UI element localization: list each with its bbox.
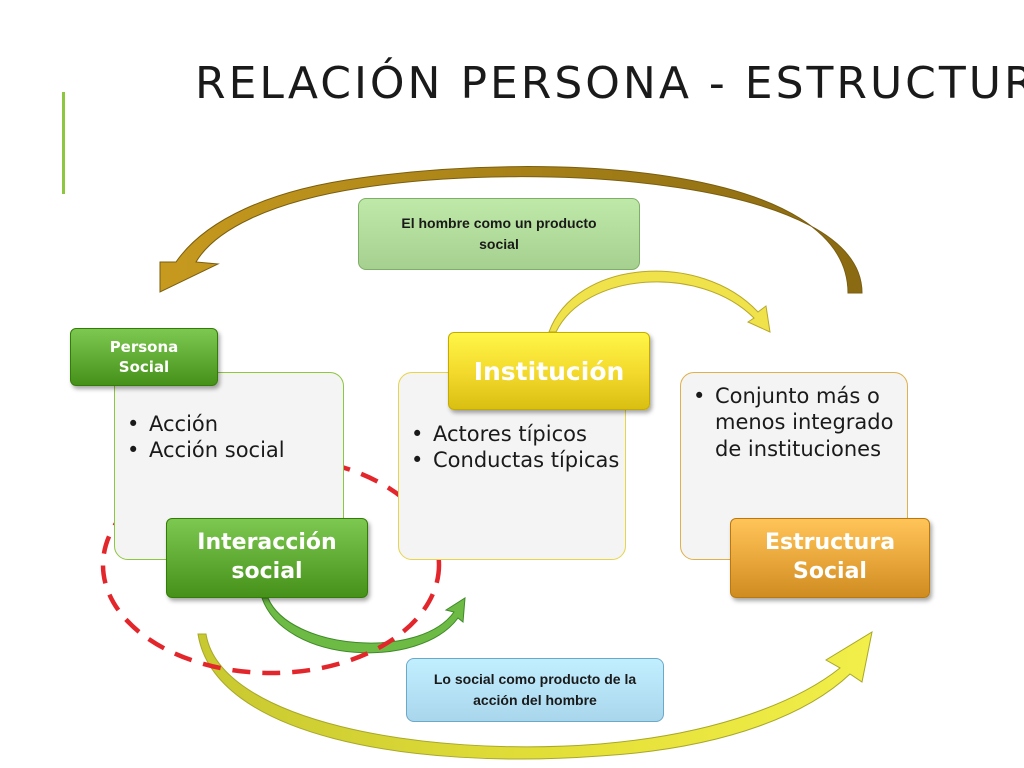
interaccion-social-label-text: Interacción social	[197, 530, 337, 584]
estructura-card: Conjunto más o menos integrado de instit…	[680, 372, 908, 560]
institucion-label-text: Institución	[473, 356, 625, 386]
estructura-social-label: Estructura Social	[730, 518, 930, 598]
list-item: Actores típicos	[411, 421, 625, 448]
estructura-social-label-text: Estructura Social	[764, 530, 896, 584]
bottom-note-text: Lo social como producto de la acción del…	[433, 671, 637, 708]
persona-list: Acción Acción social	[115, 411, 343, 464]
institucion-to-estructura-arrow	[548, 270, 771, 333]
persona-social-tag-text: Persona Social	[109, 337, 179, 376]
institucion-list: Actores típicos Conductas típicas	[399, 421, 625, 474]
institucion-label: Institución	[448, 332, 650, 410]
list-item: Conductas típicas	[411, 447, 625, 474]
top-note: El hombre como un producto social	[358, 198, 640, 270]
list-item: Conjunto más o menos integrado de instit…	[693, 383, 897, 462]
list-item: Acción	[127, 411, 343, 438]
list-item: Acción social	[127, 437, 343, 464]
persona-social-tag: Persona Social	[70, 328, 218, 386]
interaccion-to-institucion-arrow	[261, 597, 466, 654]
bottom-production-arrow	[197, 630, 873, 760]
page-title: Relación persona - estructura	[195, 58, 1024, 109]
estructura-list: Conjunto más o menos integrado de instit…	[681, 383, 907, 462]
title-accent-bar	[62, 92, 65, 194]
top-feedback-arrow	[159, 166, 863, 294]
highlight-ellipse	[100, 454, 442, 676]
bottom-note: Lo social como producto de la acción del…	[406, 658, 664, 722]
top-note-text: El hombre como un producto social	[401, 215, 597, 252]
interaccion-social-label: Interacción social	[166, 518, 368, 598]
